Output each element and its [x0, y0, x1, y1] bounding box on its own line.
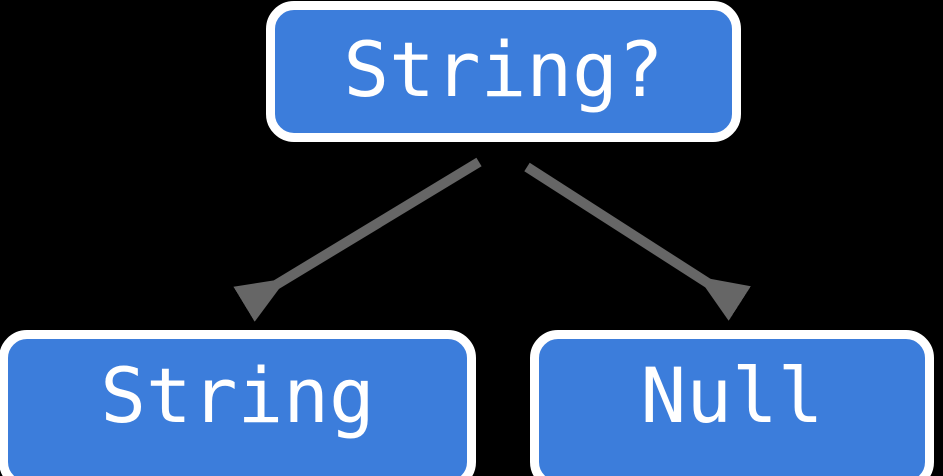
edge-root-to-string [233, 157, 482, 322]
node-string-type[interactable]: String [0, 330, 476, 476]
node-label-nullable-string-type: String? [343, 24, 664, 114]
node-label-string-type: String [100, 351, 375, 440]
node-null-type[interactable]: Null [530, 330, 934, 476]
edge-root-to-null [524, 162, 751, 321]
node-label-null-type: Null [640, 351, 824, 440]
node-nullable-string-type[interactable]: String? [266, 1, 741, 142]
